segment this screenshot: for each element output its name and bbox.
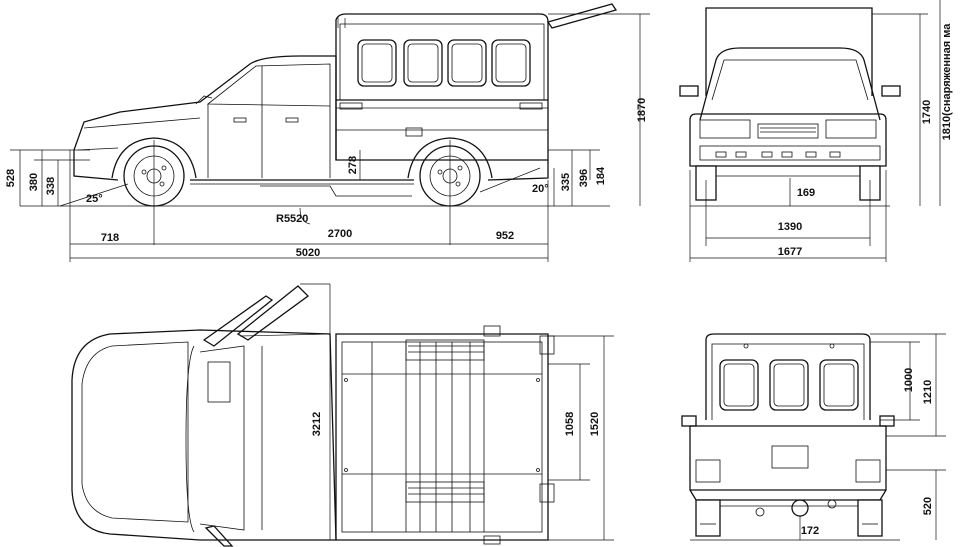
dim-172: 172 <box>801 525 819 537</box>
dim-departure-angle: 20° <box>532 183 549 195</box>
dim-overall-length: 5020 <box>296 247 320 259</box>
dim-1520: 1520 <box>589 412 601 436</box>
dim-528: 528 <box>5 169 17 187</box>
dim-169: 169 <box>797 187 815 199</box>
dim-width: 1677 <box>778 246 802 258</box>
dim-1210: 1210 <box>922 380 934 404</box>
dim-3212: 3212 <box>311 412 323 436</box>
dim-278: 278 <box>347 156 359 174</box>
front-view: 1740 1810(снаряженная ма 169 1390 1677 <box>679 0 953 262</box>
dim-1740: 1740 <box>921 100 933 124</box>
dim-overall-height: 1870 <box>636 98 648 122</box>
rear-view: 1000 1210 520 172 <box>681 333 946 541</box>
side-cargo-bed <box>335 99 549 161</box>
dim-wheelbase: 2700 <box>328 228 352 240</box>
dim-520: 520 <box>922 497 934 515</box>
side-cab <box>73 55 549 197</box>
dim-1000: 1000 <box>903 368 915 392</box>
dim-curb-height: 1810(снаряженная ма <box>941 23 953 141</box>
dim-approach-angle: 25° <box>86 193 103 205</box>
dim-turn-radius: R5520 <box>276 213 308 225</box>
side-view: 1870 528 380 338 25° 278 20° 335 396 184… <box>5 3 650 262</box>
side-dimension-lines <box>10 13 650 259</box>
dim-1058: 1058 <box>564 412 576 436</box>
dim-rear-overhang: 952 <box>496 230 514 242</box>
dim-396: 396 <box>578 169 590 187</box>
dim-380: 380 <box>28 173 40 191</box>
dim-track: 1390 <box>778 221 802 233</box>
dim-front-overhang: 718 <box>101 232 119 244</box>
dim-338: 338 <box>45 177 57 195</box>
dim-184: 184 <box>595 166 607 185</box>
side-ground <box>20 140 610 262</box>
dim-335: 335 <box>560 173 572 191</box>
side-canopy <box>335 3 618 100</box>
top-view: 3212 1058 1520 <box>71 283 614 547</box>
